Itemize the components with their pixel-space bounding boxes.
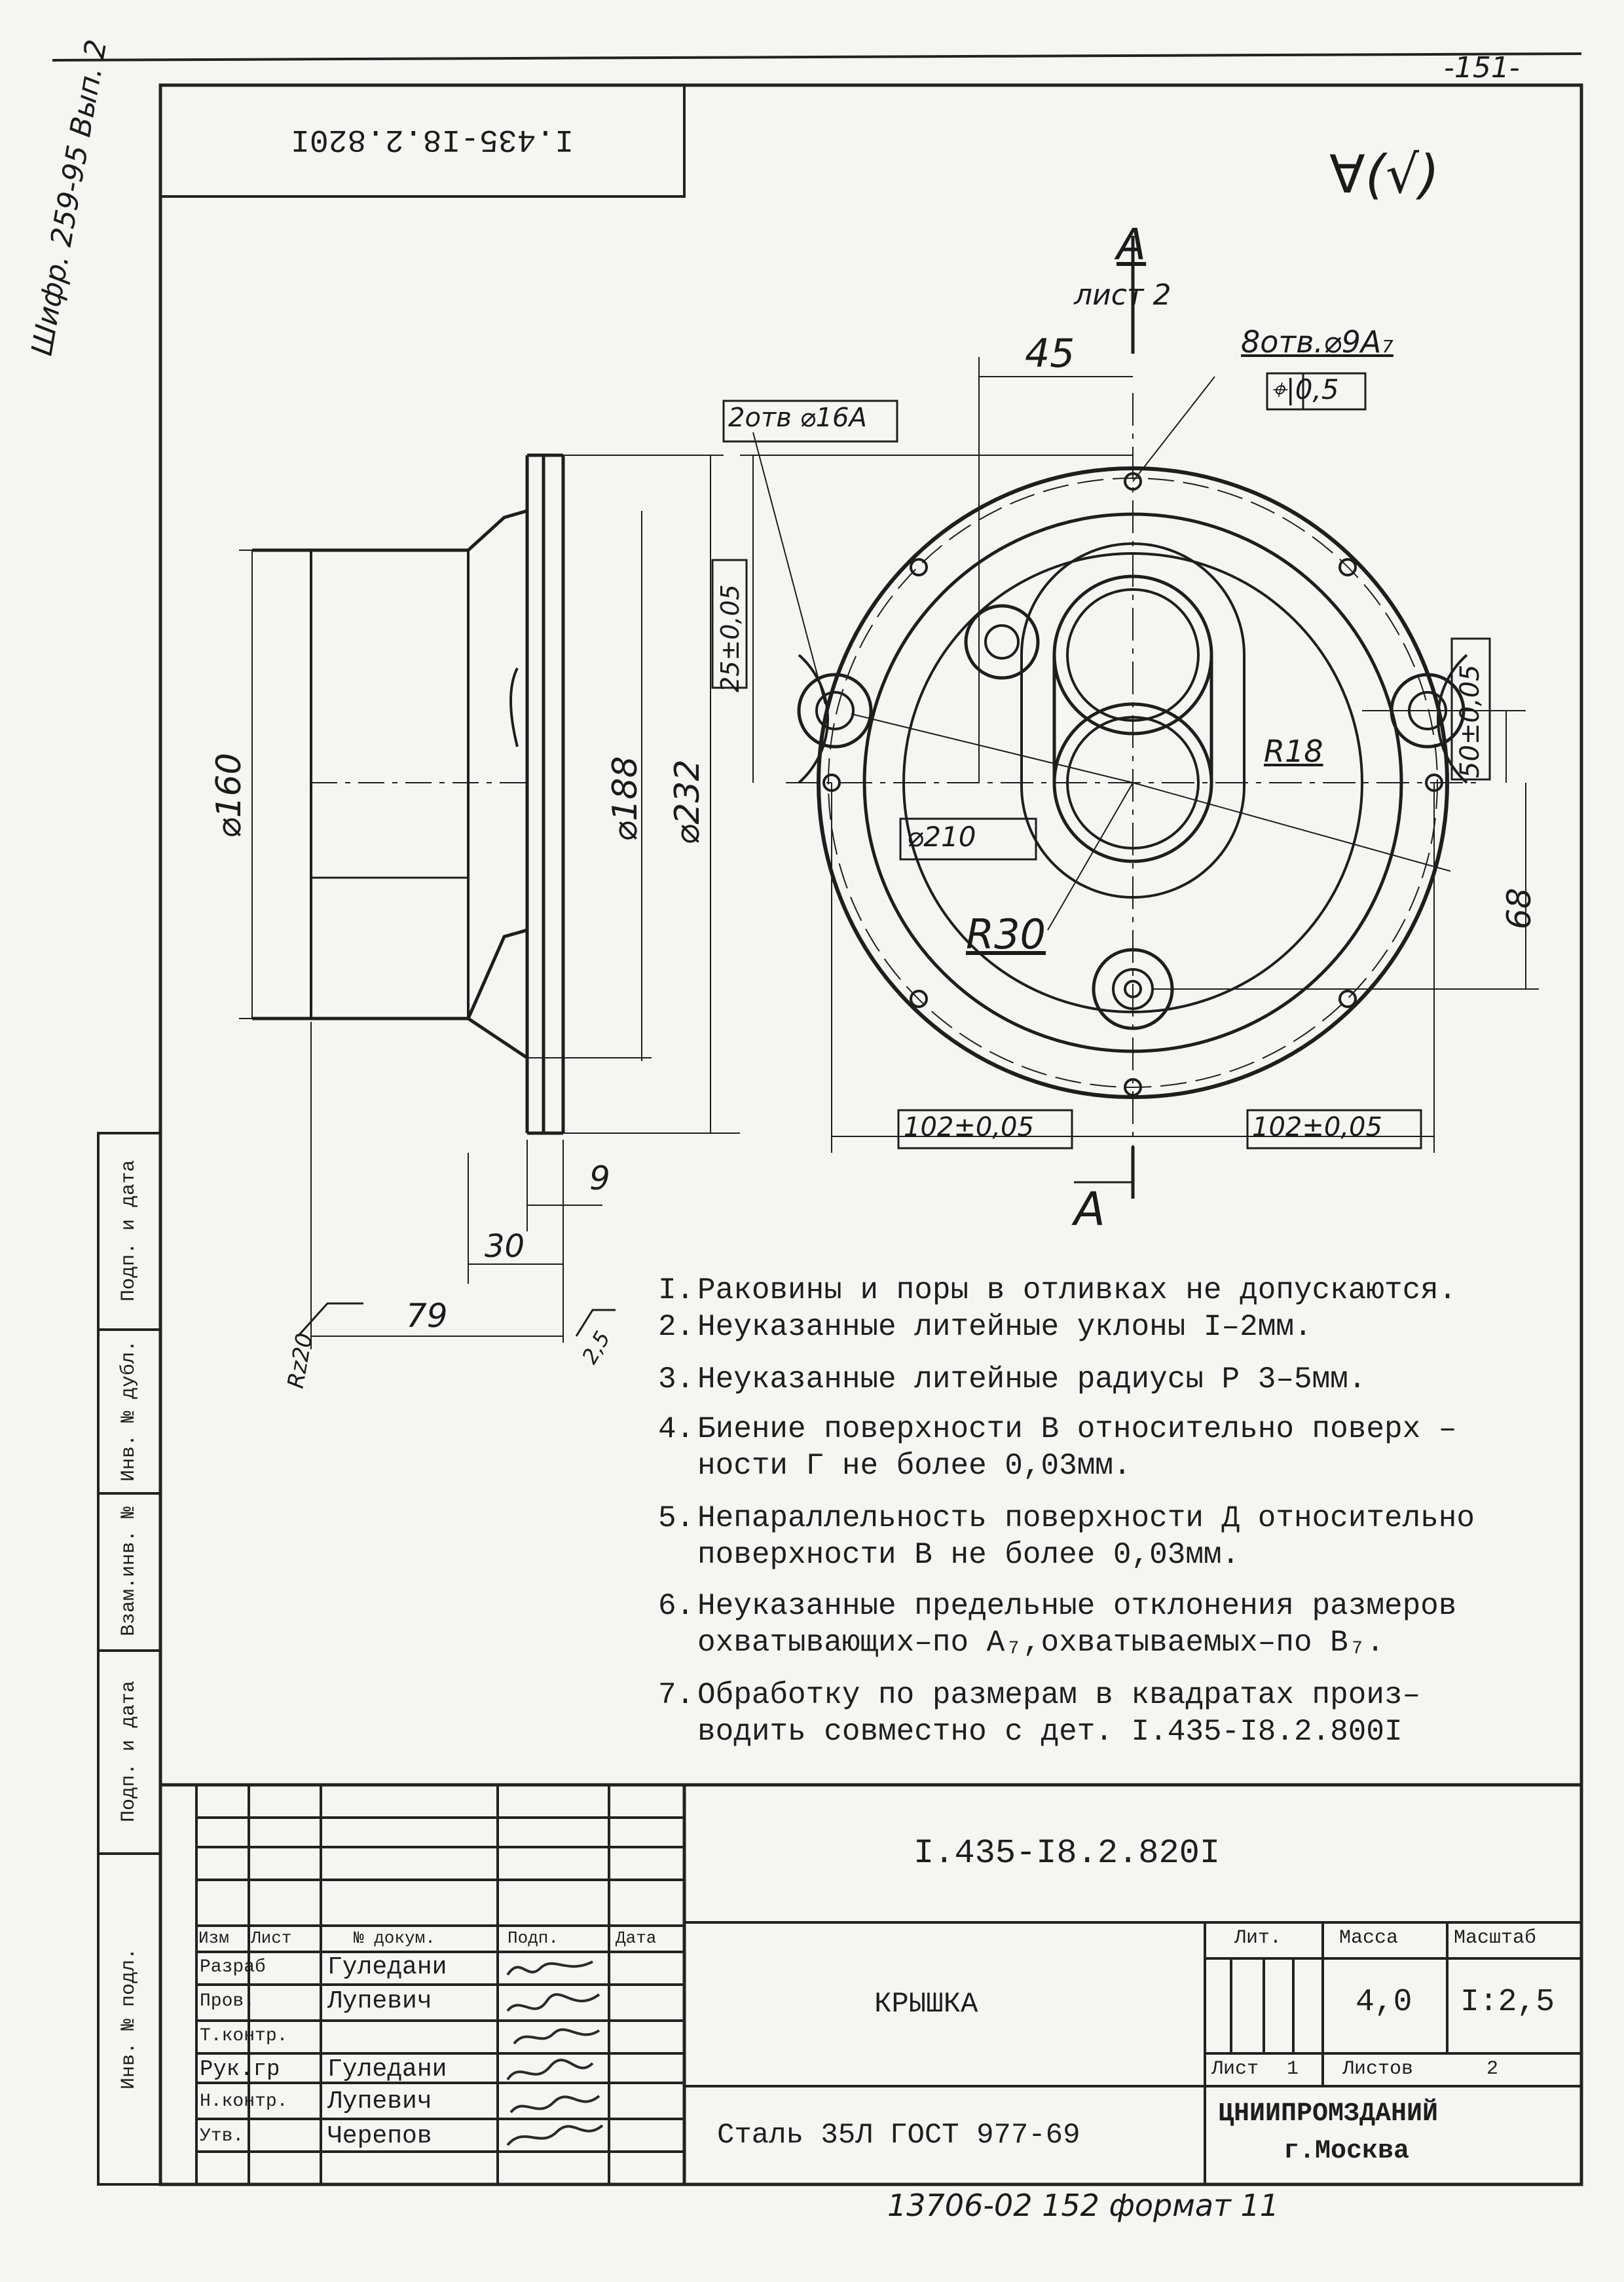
note-line: I.Раковины и поры в отливках не допускаю…: [658, 1273, 1457, 1307]
tb-sheet-num: 1: [1287, 2058, 1299, 2080]
tb-role: Пров.: [200, 1991, 255, 2011]
section-label-bottom: А: [1074, 1182, 1105, 1236]
note-line: 2.Неуказанные литейные уклоны I–2мм.: [658, 1310, 1312, 1344]
tb-sheet-label: Лист: [1211, 2058, 1259, 2080]
dim-79: 79: [406, 1297, 448, 1335]
tb-mass-value: 4,0: [1356, 1985, 1412, 2020]
note-line: 6.Неуказанные предельные отклонения разм…: [658, 1589, 1457, 1623]
dim-phi160: ⌀160: [210, 753, 249, 838]
note-line: ности Г не более 0,03мм.: [697, 1449, 1132, 1483]
roughness-mark: ∀(√): [1329, 144, 1440, 205]
bottom-handwriting: 13706-02 152 формат 11: [887, 2188, 1280, 2223]
dim-phi188: ⌀188: [606, 756, 645, 842]
note-line: 4.Биение поверхности В относительно пове…: [658, 1412, 1457, 1446]
tb-role: Т.контр.: [200, 2026, 288, 2046]
section-label-top: А: [1116, 219, 1147, 270]
tb-head-lit: Лит.: [1234, 1927, 1282, 1949]
note-line: 3.Неуказанные литейные радиусы Р 3–5мм.: [658, 1362, 1367, 1396]
tb-scale-value: I:2,5: [1460, 1985, 1555, 2020]
tb-col-sign: Подп.: [507, 1928, 559, 1948]
dim-102-left: 102±0,05: [904, 1112, 1034, 1142]
dim-50: 50±0,05: [1455, 664, 1485, 778]
tb-sheets-num: 2: [1486, 2058, 1499, 2080]
note-line: водить совместно с дет. I.435-I8.2.800I: [697, 1715, 1403, 1749]
strip-orig-inv: Инв. № подл.: [118, 1947, 140, 2090]
dim-45: 45: [1025, 331, 1075, 377]
dim-30: 30: [485, 1228, 525, 1265]
dim-25: 25±0,05: [716, 584, 745, 692]
top-stamp-box: [159, 84, 686, 198]
tb-role: Утв.: [200, 2126, 244, 2146]
dim-68: 68: [1500, 888, 1538, 929]
tb-col-change: Изм: [198, 1928, 229, 1948]
dim-9: 9: [589, 1159, 610, 1197]
note-line: 5.Непараллельность поверхности Д относит…: [658, 1501, 1475, 1535]
tb-org-name: ЦНИИПРОМЗДАНИЙ: [1218, 2099, 1439, 2129]
left-strip: [97, 1132, 162, 2186]
tb-head-scale: Масштаб: [1454, 1927, 1537, 1949]
front-view: [711, 236, 1539, 1199]
tb-org-city: г.Москва: [1283, 2137, 1410, 2166]
dim-102-right: 102±0,05: [1252, 1112, 1382, 1142]
holes-8-label: 8отв.⌀9А₇: [1241, 324, 1393, 360]
tolerance-frame-text: ⌖|0,5: [1270, 373, 1339, 405]
tb-person: Лупевич: [327, 1987, 432, 2015]
note-line: охватывающих–по А₇,охватываемых–по В₇.: [697, 1626, 1384, 1660]
dim-r18: R18: [1264, 734, 1323, 769]
tb-person: Гуледани: [327, 2055, 447, 2084]
strip-sign-date-2: Подп. и дата: [118, 1680, 140, 1823]
dim-phi232: ⌀232: [668, 759, 707, 845]
tb-role: Н.контр.: [200, 2091, 288, 2112]
tb-col-sheet: Лист: [251, 1928, 292, 1948]
strip-dup-inv: Инв. № дубл.: [118, 1339, 140, 1482]
strip-sign-date: Подп. и дата: [118, 1159, 140, 1302]
signature-scribbles: [506, 1960, 604, 2146]
tb-role: Рук.гр: [200, 2057, 280, 2082]
tb-person: Черепов: [327, 2122, 432, 2150]
note-line: поверхности В не более 0,03мм.: [697, 1538, 1240, 1572]
tb-person: Лупевич: [327, 2087, 432, 2116]
side-view: [239, 453, 740, 1349]
tb-role: Разраб: [200, 1957, 266, 1977]
tb-col-date: Дата: [616, 1928, 657, 1948]
tb-part-name: КРЫШКА: [874, 1988, 978, 2021]
tb-head-mass: Масса: [1339, 1927, 1399, 1949]
dim-phi210: ⌀210: [907, 821, 976, 853]
tb-person: Гуледани: [327, 1953, 447, 1981]
tb-sheets-label: Листов: [1342, 2058, 1414, 2080]
tb-col-doc: № докум.: [354, 1928, 435, 1948]
holes-2-label: 2отв ⌀16А: [728, 403, 867, 433]
dim-r30: R30: [966, 910, 1046, 958]
tb-material: Сталь 35Л ГОСТ 977-69: [717, 2119, 1080, 2152]
frame-top-outer: [52, 52, 1582, 62]
note-line: 7.Обработку по размерам в квадратах прои…: [658, 1678, 1421, 1712]
corner-page-number: -151-: [1444, 51, 1520, 84]
inverted-drawing-number: I.435-I8.2.820I: [290, 121, 574, 157]
tb-designation: I.435-I8.2.820I: [913, 1834, 1221, 1873]
strip-replace-inv: Взам.инв. №: [118, 1506, 140, 1637]
section-sheet-ref: лист 2: [1074, 278, 1172, 312]
